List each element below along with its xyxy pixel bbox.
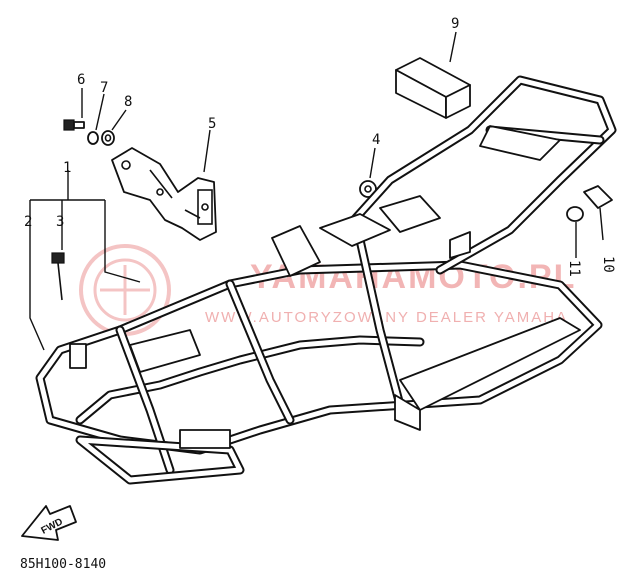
washer-part xyxy=(87,131,99,145)
frame-bolt-part xyxy=(51,252,65,301)
mounting-bracket xyxy=(111,147,217,241)
watermark-text-sub: WWW.AUTORYZOWANY DEALER YAMAHA xyxy=(205,309,568,326)
callout-6: 6 xyxy=(77,72,85,88)
callout-5: 5 xyxy=(208,116,216,132)
callout-8: 8 xyxy=(124,94,132,110)
nut-part-11 xyxy=(566,206,584,222)
leader-lines xyxy=(29,31,604,351)
watermark-logo-icon xyxy=(79,244,171,336)
callout-4: 4 xyxy=(372,132,380,148)
callout-labels: 1 2 3 5 6 7 8 4 9 10 11 xyxy=(24,16,616,277)
bolt-part xyxy=(63,119,85,131)
battery-box xyxy=(395,57,471,119)
callout-3: 3 xyxy=(56,214,64,230)
forward-arrow-icon: FWD xyxy=(21,505,77,541)
callout-2: 2 xyxy=(24,214,32,230)
watermark: YAMAHAMOTO.PL WWW.AUTORYZOWANY DEALER YA… xyxy=(79,244,574,336)
callout-11: 11 xyxy=(566,260,582,277)
callout-10: 10 xyxy=(600,256,616,273)
kart-frame xyxy=(35,75,617,485)
callout-9: 9 xyxy=(451,16,459,32)
callout-1: 1 xyxy=(63,160,71,176)
callout-7: 7 xyxy=(100,80,108,96)
clip-part-10 xyxy=(583,185,613,209)
nut-part xyxy=(101,130,115,146)
diagram-part-number: 85H100-8140 xyxy=(20,557,106,572)
